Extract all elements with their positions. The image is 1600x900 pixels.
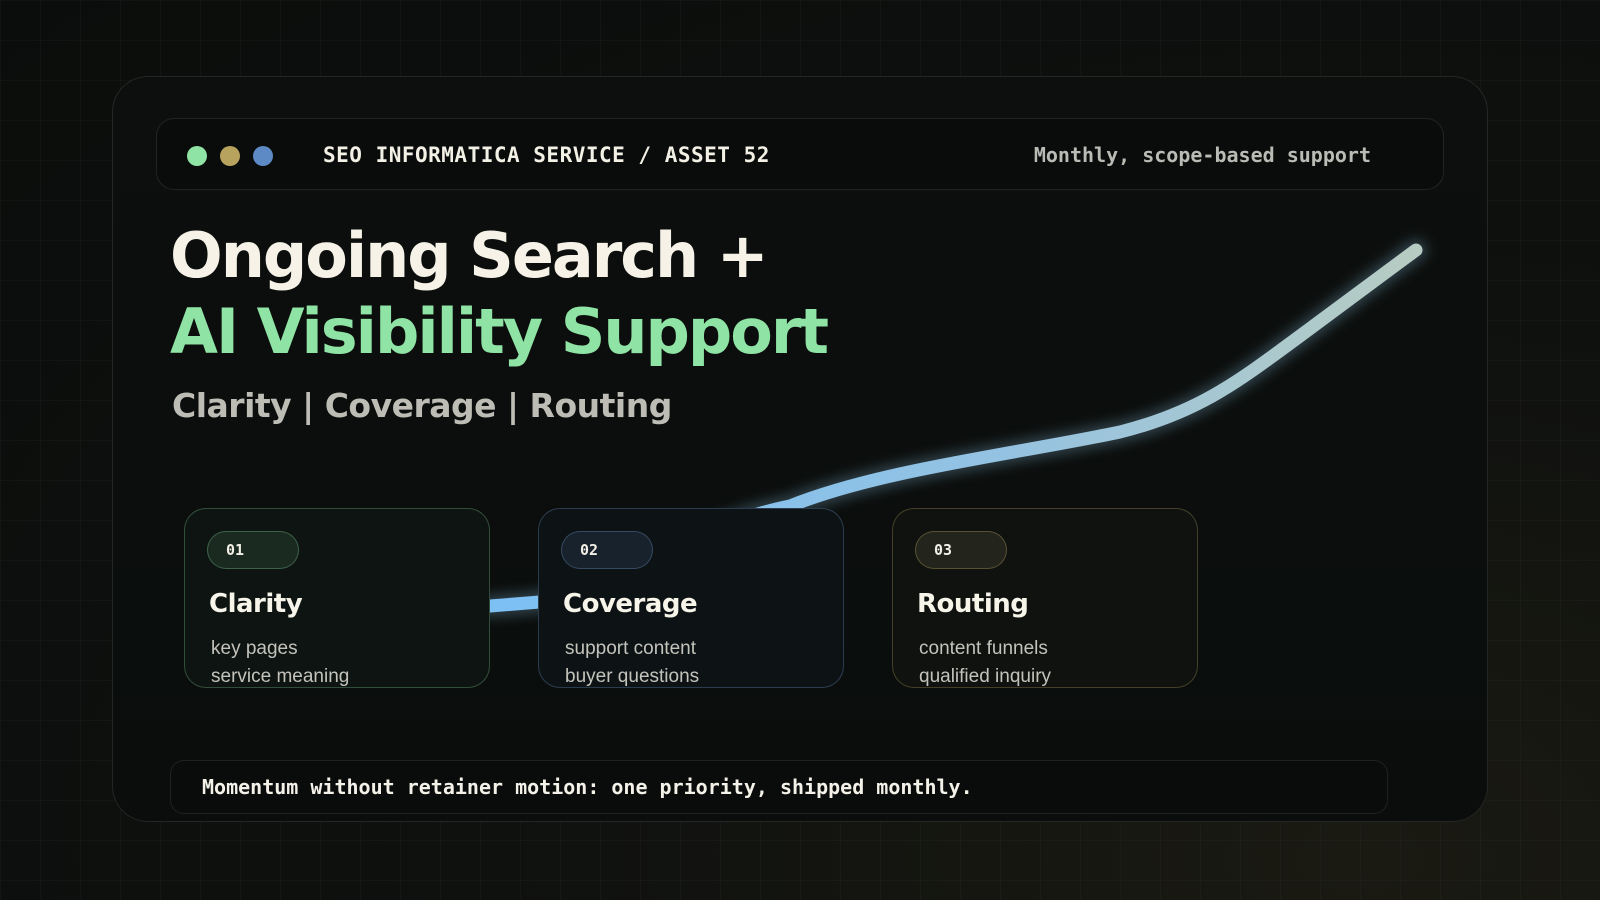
brand-label: SEO INFORMATICA SERVICE / ASSET 52 [323,143,770,167]
footer-text: Momentum without retainer motion: one pr… [202,775,973,799]
step-number-badge: 01 [207,531,299,569]
step-card-clarity: 01 Clarity key pages service meaning [184,508,490,688]
step-number-badge: 02 [561,531,653,569]
step-title: Coverage [563,589,698,619]
hero-title-line-1: Ongoing Search + [170,219,769,292]
step-description: support content buyer questions [565,635,699,691]
step-line: support content [565,638,696,659]
step-line: key pages [211,638,298,659]
step-title: Clarity [209,589,303,619]
step-description: content funnels qualified inquiry [919,635,1051,691]
hero-subtitle: Clarity | Coverage | Routing [172,386,672,425]
hero-title-line-2: AI Visibility Support [170,295,829,368]
window-top-bar: SEO INFORMATICA SERVICE / ASSET 52 Month… [156,118,1444,190]
step-title: Routing [917,589,1029,619]
step-line: content funnels [919,638,1048,659]
tagline-label: Monthly, scope-based support [1033,143,1371,167]
step-description: key pages service meaning [211,635,349,691]
step-card-routing: 03 Routing content funnels qualified inq… [892,508,1198,688]
step-line: qualified inquiry [919,666,1052,687]
step-number-badge: 03 [915,531,1007,569]
footer-banner: Momentum without retainer motion: one pr… [170,760,1388,814]
yellow-window-dot [220,146,240,166]
step-card-coverage: 02 Coverage support content buyer questi… [538,508,844,688]
green-window-dot [187,146,207,166]
step-line: buyer questions [565,666,700,687]
blue-window-dot [253,146,273,166]
step-line: service meaning [211,666,350,687]
